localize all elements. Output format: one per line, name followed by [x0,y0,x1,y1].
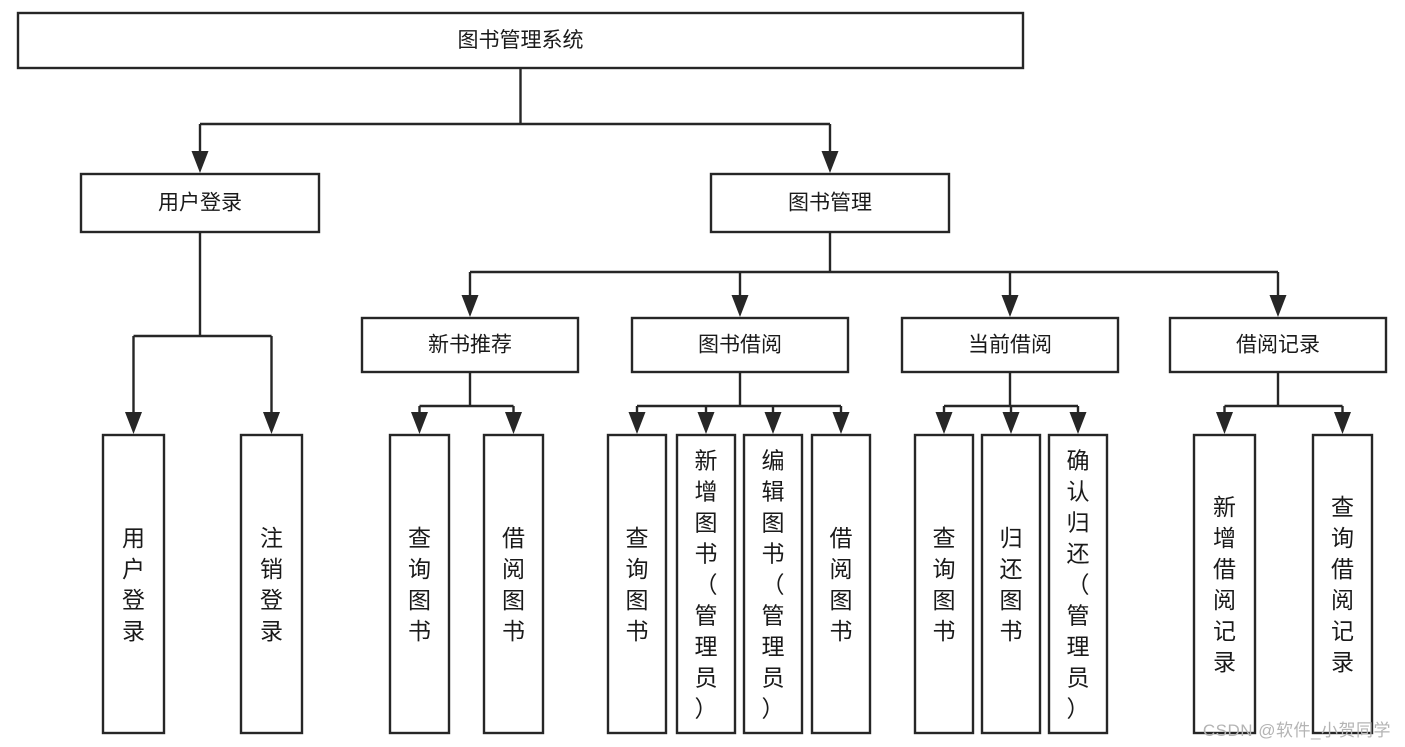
node-leaf-query-record[interactable]: 查询借阅记录 [1311,433,1374,735]
arrow-head-icon [1001,295,1019,317]
node-label: 借阅图书 [502,525,525,644]
node-label: 确认归还（管理员） [1067,448,1090,722]
connector-group [461,232,1287,317]
arrow-head-icon [697,412,715,434]
node-box[interactable] [1311,433,1374,735]
node-new-book-rec[interactable]: 新书推荐 [360,316,580,374]
node-leaf-return-book[interactable]: 归还图书 [980,433,1042,735]
node-label: 新增借阅记录 [1213,494,1236,675]
node-layer: 图书管理系统用户登录图书管理新书推荐图书借阅当前借阅借阅记录用户登录注销登录查询… [16,11,1388,735]
node-book-borrow[interactable]: 图书借阅 [630,316,850,374]
node-leaf-edit-book[interactable]: 编辑图书（管理员） [742,433,804,735]
node-label: 编辑图书（管理员） [762,448,785,722]
node-user-login[interactable]: 用户登录 [79,172,321,234]
node-leaf-logout[interactable]: 注销登录 [239,433,304,735]
connector-group [411,372,522,434]
node-leaf-query-book-3[interactable]: 查询图书 [913,433,975,735]
arrow-head-icon [935,412,953,434]
node-label: 新书推荐 [428,334,512,357]
arrow-head-icon [125,412,142,434]
node-box[interactable] [360,316,580,374]
node-leaf-user-login[interactable]: 用户登录 [101,433,166,735]
node-label: 当前借阅 [968,334,1052,357]
node-box[interactable] [742,433,804,735]
node-box[interactable] [675,433,737,735]
node-borrow-record[interactable]: 借阅记录 [1168,316,1388,374]
node-label: 图书管理系统 [458,29,584,52]
arrow-head-icon [821,151,839,173]
node-box[interactable] [16,11,1025,70]
node-leaf-borrow-book-1[interactable]: 借阅图书 [482,433,545,735]
arrow-head-icon [731,295,749,317]
connector-group [628,372,850,434]
arrow-head-icon [1334,412,1351,434]
node-box[interactable] [630,316,850,374]
connector-group [125,232,280,434]
node-book-manage[interactable]: 图书管理 [709,172,951,234]
node-leaf-confirm-return[interactable]: 确认归还（管理员） [1047,433,1109,735]
arrow-head-icon [505,412,522,434]
node-box[interactable] [79,172,321,234]
node-leaf-add-record[interactable]: 新增借阅记录 [1192,433,1257,735]
node-box[interactable] [239,433,304,735]
arrow-head-icon [628,412,646,434]
arrow-head-icon [191,151,209,173]
node-label: 查询图书 [408,525,431,644]
arrow-head-icon [1216,412,1233,434]
node-box[interactable] [388,433,451,735]
connector-group [1216,372,1351,434]
node-leaf-add-book[interactable]: 新增图书（管理员） [675,433,737,735]
node-label: 查询图书 [933,525,956,644]
node-root[interactable]: 图书管理系统 [16,11,1025,70]
node-box[interactable] [1168,316,1388,374]
arrow-head-icon [1002,412,1020,434]
connector-group [935,372,1087,434]
node-current-borrow[interactable]: 当前借阅 [900,316,1120,374]
arrow-head-icon [1069,412,1087,434]
connector-layer [125,68,1351,434]
arrow-head-icon [832,412,850,434]
arrow-head-icon [263,412,280,434]
node-box[interactable] [482,433,545,735]
node-box[interactable] [900,316,1120,374]
node-label: 图书管理 [788,192,872,215]
node-leaf-query-book-1[interactable]: 查询图书 [388,433,451,735]
node-label: 图书借阅 [698,334,782,357]
node-box[interactable] [709,172,951,234]
node-box[interactable] [1192,433,1257,735]
node-label: 借阅记录 [1236,334,1320,357]
node-box[interactable] [810,433,872,735]
node-box[interactable] [913,433,975,735]
node-label: 新增图书（管理员） [695,448,718,722]
arrow-head-icon [1269,295,1287,317]
node-leaf-borrow-book-2[interactable]: 借阅图书 [810,433,872,735]
node-label: 用户登录 [158,192,242,215]
connector-group [191,68,839,173]
node-box[interactable] [101,433,166,735]
arrow-head-icon [764,412,782,434]
node-label: 归还图书 [1000,525,1023,644]
node-label: 借阅图书 [830,525,853,644]
node-label: 注销登录 [260,525,283,644]
arrow-head-icon [461,295,479,317]
node-label: 查询图书 [626,525,649,644]
node-label: 用户登录 [122,525,145,644]
node-box[interactable] [606,433,668,735]
arrow-head-icon [411,412,428,434]
node-label: 查询借阅记录 [1331,494,1354,675]
node-leaf-query-book-2[interactable]: 查询图书 [606,433,668,735]
node-box[interactable] [980,433,1042,735]
node-box[interactable] [1047,433,1109,735]
